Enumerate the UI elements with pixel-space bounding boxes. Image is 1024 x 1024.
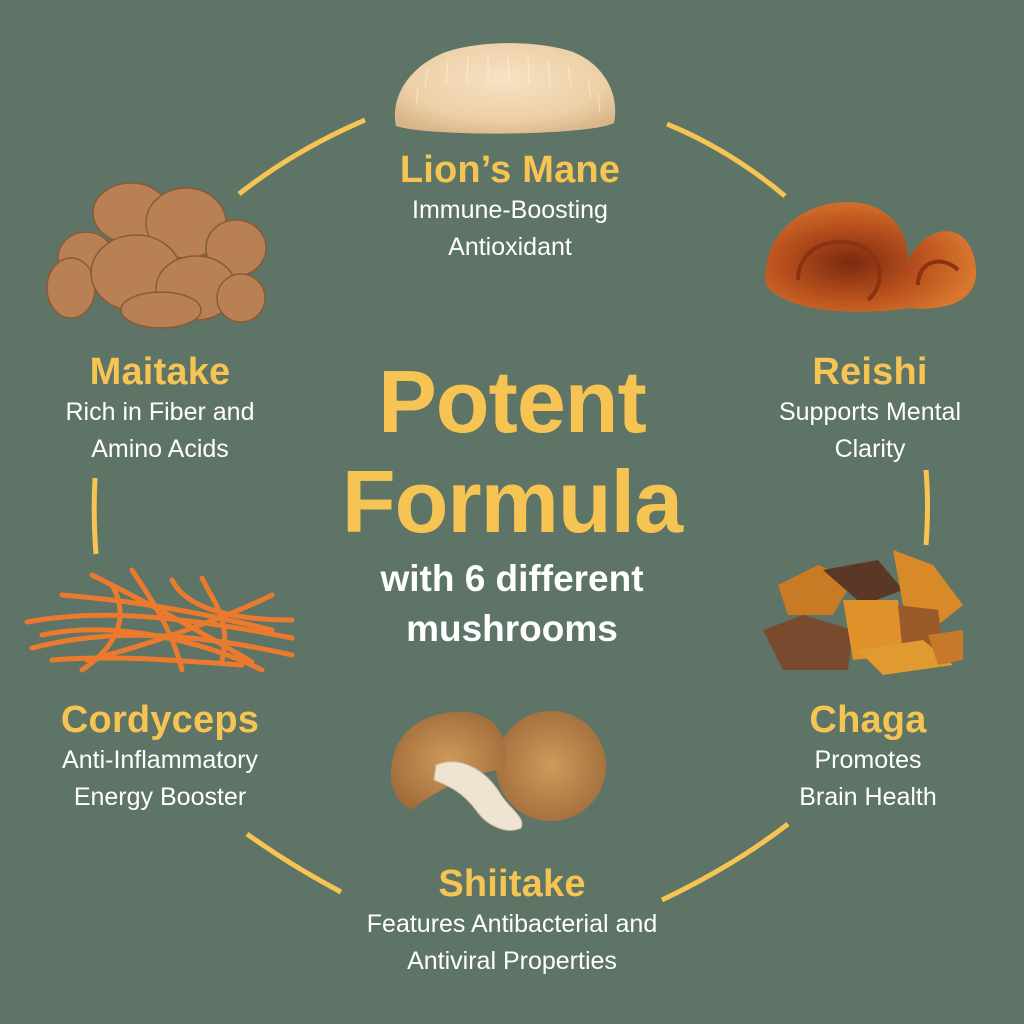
subheadline-line1: with 6 different [380, 558, 644, 599]
lions-mane-name: Lion’s Mane [399, 149, 621, 191]
lions-mane-desc-line2: Antioxidant [448, 233, 572, 261]
arc-left [91, 477, 99, 555]
maitake-desc-line2: Amino Acids [91, 435, 229, 463]
shiitake-desc-line2: Antiviral Properties [407, 947, 617, 975]
maitake-image [46, 182, 267, 329]
reishi-desc-line2: Clarity [834, 435, 906, 463]
shiitake-desc-line1: Features Antibacterial and [366, 910, 658, 938]
reishi-name: Reishi [812, 351, 928, 393]
arc-right [923, 469, 930, 546]
lions-mane-label: Lion’s Mane Immune-Boosting Antioxidant [330, 148, 690, 266]
cordyceps-image [24, 567, 295, 673]
arc-top-left [237, 117, 366, 196]
subheadline-line2: mushrooms [406, 608, 618, 649]
lions-mane-desc-line1: Immune-Boosting [412, 196, 608, 224]
reishi-image [765, 202, 977, 312]
reishi-desc-line1: Supports Mental [778, 398, 962, 426]
maitake-name: Maitake [89, 351, 231, 393]
reishi-label: Reishi Supports Mental Clarity [730, 350, 1010, 468]
headline-line2: Formula [341, 452, 683, 551]
center-headline: Potent Formula with 6 different mushroom… [292, 352, 732, 652]
arc-top-right [666, 121, 787, 198]
headline-line1: Potent [378, 352, 647, 451]
arc-bottom-right [660, 822, 790, 903]
lions-mane-image [394, 43, 616, 134]
shiitake-name: Shiitake [438, 863, 586, 905]
chaga-desc-line1: Promotes [814, 746, 922, 774]
cordyceps-desc-line1: Anti-Inflammatory [62, 746, 258, 774]
shiitake-image [391, 711, 606, 831]
maitake-label: Maitake Rich in Fiber and Amino Acids [20, 350, 300, 468]
shiitake-label: Shiitake Features Antibacterial and Anti… [292, 862, 732, 980]
cordyceps-name: Cordyceps [60, 699, 260, 741]
chaga-name: Chaga [809, 699, 927, 741]
arc-bottom-left [245, 831, 343, 895]
maitake-desc-line1: Rich in Fiber and [65, 398, 255, 426]
cordyceps-desc-line2: Energy Booster [73, 783, 247, 811]
chaga-label: Chaga Promotes Brain Health [748, 698, 988, 816]
chaga-image [763, 550, 963, 675]
chaga-desc-line2: Brain Health [799, 783, 937, 811]
cordyceps-label: Cordyceps Anti-Inflammatory Energy Boost… [10, 698, 310, 816]
